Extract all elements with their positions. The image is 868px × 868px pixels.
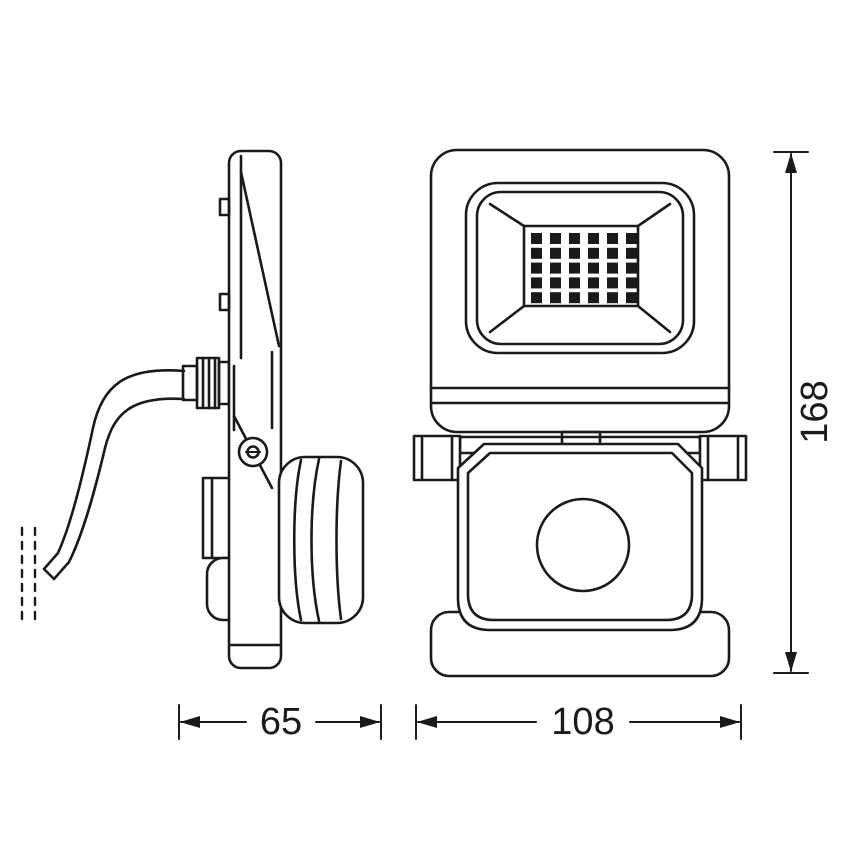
led-chip (626, 277, 637, 289)
led-chip (531, 292, 542, 304)
led-chip (626, 262, 637, 274)
led-chip (588, 277, 599, 289)
led-chip (588, 247, 599, 259)
led-chip (569, 262, 580, 274)
led-chip (607, 292, 618, 304)
power-cable (42, 368, 186, 581)
led-chip (626, 233, 637, 244)
drawing-root: 168 65 (20, 148, 836, 743)
led-chip (550, 277, 561, 289)
led-chip (531, 277, 542, 289)
side-view (20, 149, 365, 670)
dim-depth-label: 65 (260, 701, 302, 743)
led-chip (607, 233, 618, 244)
side-body (218, 149, 283, 670)
sensor-side (277, 455, 365, 625)
reflector-bezel (464, 181, 696, 355)
dim-width-label: 108 (551, 701, 614, 743)
led-chip (550, 233, 561, 244)
front-view (412, 148, 748, 678)
led-chip (588, 233, 599, 244)
led-chip (531, 262, 542, 274)
led-chip (531, 247, 542, 259)
dim-height-label: 168 (794, 380, 836, 443)
cable-gland (181, 356, 231, 410)
front-body (429, 148, 731, 434)
wall-dashes (20, 526, 37, 622)
led-chip (588, 292, 599, 304)
led-chip (626, 292, 637, 304)
led-chip (531, 233, 542, 244)
led-chip (569, 233, 580, 244)
led-chip (569, 277, 580, 289)
led-chip (626, 247, 637, 259)
led-chip (569, 247, 580, 259)
led-chip (607, 247, 618, 259)
pivot-screw (232, 414, 274, 490)
led-chip (588, 262, 599, 274)
bracket-ear-left (412, 434, 462, 482)
led-panel (522, 224, 640, 308)
sensor-housing (456, 442, 704, 632)
led-chip (607, 262, 618, 274)
dim-depth: 65 (178, 701, 382, 743)
pir-sensor-lens (535, 497, 631, 593)
bracket-ear-right (698, 434, 748, 482)
led-chip (569, 292, 580, 304)
dim-width: 108 (415, 701, 742, 743)
led-array (531, 233, 637, 304)
led-chip (550, 247, 561, 259)
dimensions: 168 65 (178, 151, 836, 743)
led-chip (607, 277, 618, 289)
led-chip (550, 292, 561, 304)
led-chip (550, 262, 561, 274)
dim-height: 168 (773, 151, 836, 674)
